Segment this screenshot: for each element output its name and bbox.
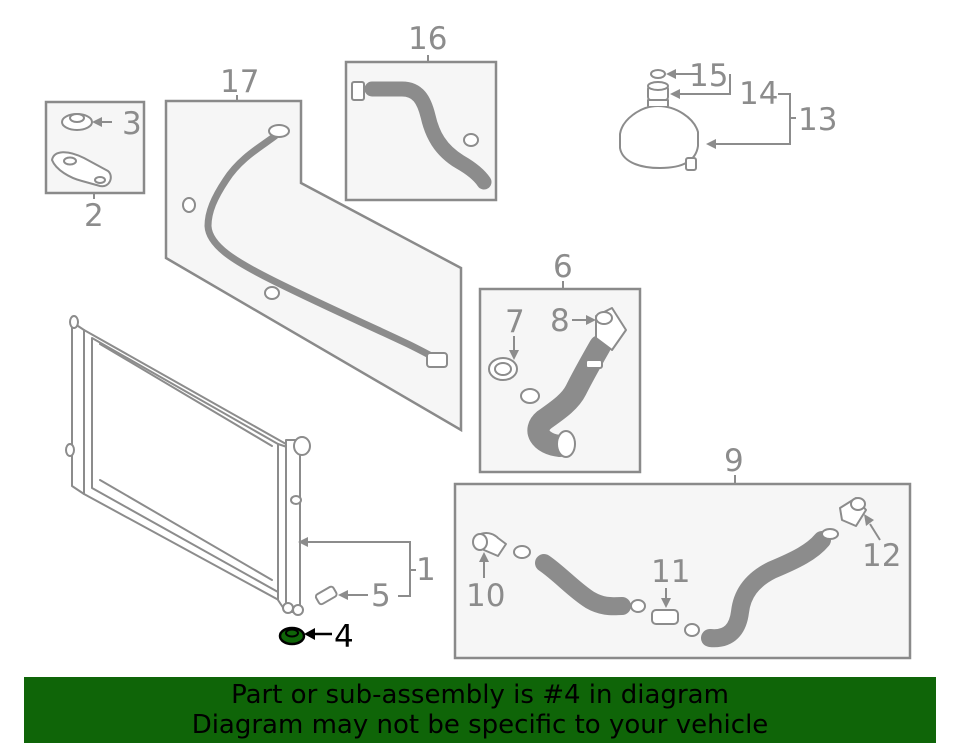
part-11-fitting[interactable] xyxy=(651,609,679,625)
part-3-insulator[interactable] xyxy=(61,113,93,131)
part-8-connector[interactable] xyxy=(595,307,627,351)
bypass-hose-group: 9 10 11 12 xyxy=(453,443,912,660)
callout-3: 3 xyxy=(122,106,142,142)
hose-16-clamp-2[interactable] xyxy=(463,133,479,147)
callout-1: 1 xyxy=(416,552,436,588)
callout-2: 2 xyxy=(84,198,104,234)
part-10-connector[interactable] xyxy=(472,532,507,557)
mount-bracket-group: 3 2 xyxy=(44,100,146,234)
hose-6-clamp-3[interactable] xyxy=(585,359,603,369)
callout-7: 7 xyxy=(505,304,525,340)
banner-line-2: Diagram may not be specific to your vehi… xyxy=(191,710,769,740)
part-9-hose-a[interactable] xyxy=(535,554,631,616)
radiator-group: 1 5 4 xyxy=(65,315,436,655)
hose-17-frame xyxy=(164,99,463,433)
info-banner: Part or sub-assembly is #4 in diagram Di… xyxy=(24,677,936,743)
callout-14: 14 xyxy=(739,76,778,112)
part-15-o-ring[interactable] xyxy=(650,69,666,79)
upper-hose-group: 16 xyxy=(344,21,498,202)
hose-9-clamp-2[interactable] xyxy=(630,599,646,613)
part-4-insulator[interactable] xyxy=(278,626,306,646)
callout-9: 9 xyxy=(724,443,744,479)
hose-9-clamp-3[interactable] xyxy=(684,623,700,637)
callout-4: 4 xyxy=(334,619,354,655)
hose-9-clamp-1[interactable] xyxy=(513,545,531,559)
part-1-radiator[interactable] xyxy=(65,315,311,616)
hose-6-clamp-2[interactable] xyxy=(520,388,540,404)
part-9-hose-b[interactable] xyxy=(701,531,831,648)
hose-9-clamp-4[interactable] xyxy=(821,528,839,540)
callout-11: 11 xyxy=(651,554,690,590)
callout-12: 12 xyxy=(862,538,901,574)
part-5-drain-plug[interactable] xyxy=(314,585,338,606)
part-7-clamp[interactable] xyxy=(488,357,518,381)
callout-8: 8 xyxy=(550,303,570,339)
part-14-cap[interactable] xyxy=(647,81,669,101)
callout-5: 5 xyxy=(371,578,391,614)
hose-9-frame xyxy=(453,482,912,660)
part-16-hose[interactable] xyxy=(364,81,492,190)
part-12-connector[interactable] xyxy=(839,497,867,527)
callout-6: 6 xyxy=(553,249,573,285)
hose-17-connector[interactable] xyxy=(426,352,448,368)
hose-17-clamp-1[interactable] xyxy=(268,124,290,138)
callout-15: 15 xyxy=(689,58,728,94)
callout-13: 13 xyxy=(798,102,837,138)
part-2-bracket[interactable] xyxy=(51,151,112,188)
reservoir-hose-group: 17 xyxy=(164,64,463,433)
callout-10: 10 xyxy=(466,578,505,614)
part-13-reservoir[interactable] xyxy=(619,99,699,171)
hose-17-clamp-2[interactable] xyxy=(182,197,196,213)
callout-17: 17 xyxy=(220,64,259,100)
hose-17-clamp-3[interactable] xyxy=(264,286,280,300)
banner-line-1: Part or sub-assembly is #4 in diagram xyxy=(231,680,729,710)
hose-16-clamp-1[interactable] xyxy=(351,81,365,101)
reservoir-group: 15 14 13 xyxy=(619,58,837,171)
lower-hose-group: 6 7 8 xyxy=(478,249,642,474)
callout-16: 16 xyxy=(408,21,447,57)
